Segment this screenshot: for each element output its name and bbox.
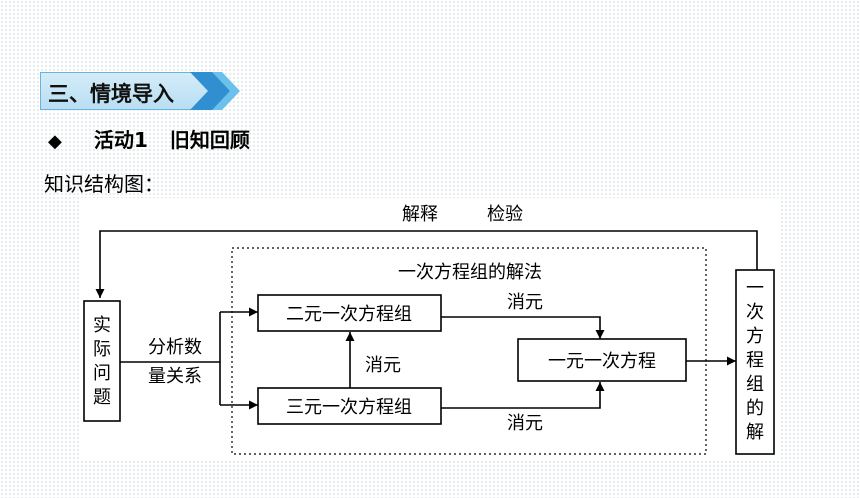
method-group-frame xyxy=(231,247,707,455)
node-solution-char: 次 xyxy=(746,302,764,323)
node-one-var-label: 一元一次方程 xyxy=(548,351,656,372)
section-banner: 三、情境导入 xyxy=(40,72,242,110)
edge-two-to-one xyxy=(441,316,605,339)
node-real-problem-char: 题 xyxy=(93,387,111,408)
node-real-problem-char: 问 xyxy=(93,363,111,384)
node-real-problem-char: 际 xyxy=(93,339,111,360)
label-solve: 解释 xyxy=(402,204,438,225)
section-banner-bar xyxy=(40,72,210,110)
node-three-var-label: 三元一次方程组 xyxy=(286,397,412,418)
diagram-area: 解释 检验 一次方程组的解法 实 际 问 题 分析数 量关系 二元一次方程组 三… xyxy=(80,198,780,460)
node-solution-char: 解 xyxy=(746,422,764,443)
diamond-bullet-icon: ◆ xyxy=(48,131,62,152)
activity-name: 旧知回顾 xyxy=(169,128,250,152)
label-check: 检验 xyxy=(487,204,523,225)
node-solution-char: 一 xyxy=(746,278,764,299)
chevron-right-icon xyxy=(190,72,240,110)
edge-eliminate-mid-label: 消元 xyxy=(365,355,401,376)
node-solution-char: 程 xyxy=(746,350,764,371)
activity-number: 活动1 xyxy=(94,128,148,152)
method-group-title: 一次方程组的解法 xyxy=(398,262,542,283)
node-two-var xyxy=(257,294,442,332)
edge-analyze-label-2: 量关系 xyxy=(148,366,202,387)
node-solution-char: 的 xyxy=(746,398,764,419)
node-three-var xyxy=(257,387,442,425)
node-solution-char: 方 xyxy=(746,326,764,347)
feedback-arrow xyxy=(95,230,758,298)
edge-eliminate-top-label: 消元 xyxy=(507,292,543,313)
subtitle: 知识结构图： xyxy=(44,172,164,196)
node-real-problem-char: 实 xyxy=(93,315,111,336)
section-title: 三、情境导入 xyxy=(48,82,174,106)
node-one-var xyxy=(517,338,687,382)
node-solution-char: 组 xyxy=(746,374,764,395)
activity-heading: ◆ 活动1 旧知回顾 xyxy=(48,124,250,153)
edge-analyze-label-1: 分析数 xyxy=(148,337,202,358)
node-real-problem xyxy=(83,300,121,422)
node-two-var-label: 二元一次方程组 xyxy=(286,304,412,325)
knowledge-structure-diagram: 解释 检验 一次方程组的解法 实 际 问 题 分析数 量关系 二元一次方程组 三… xyxy=(83,204,775,455)
edge-three-to-one xyxy=(441,382,605,409)
edge-eliminate-bottom-label: 消元 xyxy=(507,413,543,434)
node-solution xyxy=(735,269,775,455)
